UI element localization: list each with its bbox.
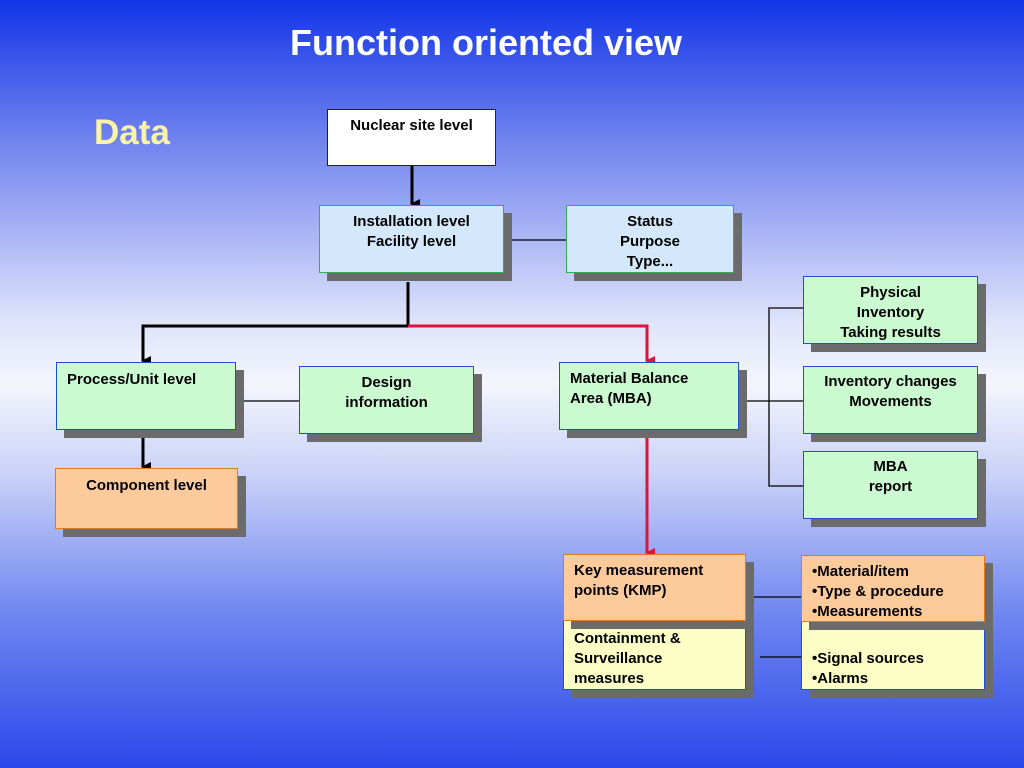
node-nuclear-site-level: Nuclear site level — [327, 109, 496, 166]
node-material-balance-area: Material Balance Area (MBA) — [559, 362, 739, 430]
node-key-measurement-points: Key measurement points (KMP) — [563, 554, 746, 621]
node-physical-inventory: Physical Inventory Taking results — [803, 276, 978, 344]
connector-bracket — [768, 307, 803, 487]
node-installation-level: Installation level Facility level — [319, 205, 504, 273]
node-containment-surveillance: Containment & Surveillance measures — [563, 620, 746, 690]
node-status: Status Purpose Type... — [566, 205, 734, 273]
node-component-level: Component level — [55, 468, 238, 529]
data-subtitle: Data — [94, 113, 170, 152]
node-signal-sources: •Signal sources •Alarms — [801, 620, 985, 690]
page-title: Function oriented view — [289, 22, 683, 63]
connector-branch-process — [141, 324, 408, 366]
node-design-information: Design information — [299, 366, 474, 434]
connector-branch-mba — [408, 324, 655, 366]
node-process-unit-level: Process/Unit level — [56, 362, 236, 430]
node-mba-report: MBA report — [803, 451, 978, 519]
node-inventory-changes: Inventory changes Movements — [803, 366, 978, 434]
node-material-item: •Material/item •Type & procedure •Measur… — [801, 555, 985, 622]
